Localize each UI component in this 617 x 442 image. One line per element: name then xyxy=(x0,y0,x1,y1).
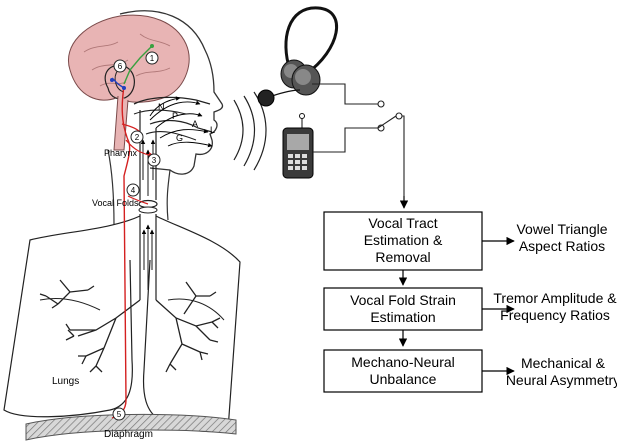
label-lungs: Lungs xyxy=(52,376,79,387)
brainstem xyxy=(114,96,128,150)
mechano-neural-box: Mechano-Neural Unbalance xyxy=(324,350,482,392)
svg-text:1: 1 xyxy=(150,54,155,63)
switch-icon xyxy=(312,84,404,196)
vocal-fold-strain-box: Vocal Fold Strain Estimation xyxy=(324,288,482,330)
svg-text:Removal: Removal xyxy=(375,249,430,265)
anatomy-figure: 1 6 2 3 4 5 N P A G L Pharynx Vocal Fold… xyxy=(4,11,266,440)
label-pharynx: Pharynx xyxy=(104,148,138,158)
microphone-icon xyxy=(258,90,300,106)
marker-5: 5 xyxy=(113,408,125,420)
vocal-tract-estimation-box: Vocal Tract Estimation & Removal xyxy=(324,212,482,270)
svg-text:5: 5 xyxy=(117,410,122,419)
marker-1: 1 xyxy=(146,52,158,64)
svg-text:Estimation &: Estimation & xyxy=(364,232,443,248)
pipeline: Vocal Tract Estimation & Removal Vocal F… xyxy=(324,212,617,392)
marker-4: 4 xyxy=(127,184,139,196)
output-asymmetry: Mechanical & Neural Asymmetry xyxy=(506,355,617,388)
svg-text:Vocal Fold Strain: Vocal Fold Strain xyxy=(350,292,456,308)
label-l: L xyxy=(210,125,215,135)
brain xyxy=(68,15,189,102)
svg-text:2: 2 xyxy=(135,133,140,142)
svg-text:6: 6 xyxy=(118,62,123,71)
label-g: G xyxy=(176,133,183,143)
output-vowel-triangle: Vowel Triangle Aspect Ratios xyxy=(516,221,607,254)
svg-text:Mechanical &: Mechanical & xyxy=(521,355,606,371)
marker-3: 3 xyxy=(148,154,160,166)
svg-text:Aspect Ratios: Aspect Ratios xyxy=(519,238,605,254)
label-n: N xyxy=(158,102,165,112)
lung-inner xyxy=(40,298,224,320)
svg-text:Neural Asymmetry: Neural Asymmetry xyxy=(506,372,617,388)
svg-text:3: 3 xyxy=(152,156,157,165)
mobile-phone-icon xyxy=(283,114,313,179)
svg-text:Vowel Triangle: Vowel Triangle xyxy=(516,221,607,237)
svg-text:Estimation: Estimation xyxy=(370,309,435,325)
label-vocal-folds: Vocal Folds xyxy=(92,198,139,208)
svg-text:Tremor Amplitude &: Tremor Amplitude & xyxy=(493,290,617,306)
svg-text:Frequency Ratios: Frequency Ratios xyxy=(500,307,610,323)
label-a: A xyxy=(192,119,198,129)
svg-text:Vocal Tract: Vocal Tract xyxy=(368,215,437,231)
marker-2: 2 xyxy=(131,131,143,143)
headset-icon xyxy=(281,8,337,95)
output-tremor: Tremor Amplitude & Frequency Ratios xyxy=(493,290,617,323)
bronchial-tree xyxy=(40,280,220,372)
svg-text:Unbalance: Unbalance xyxy=(370,371,437,387)
marker-6: 6 xyxy=(114,60,126,72)
airflow-arrows xyxy=(143,98,212,290)
label-p: P xyxy=(172,111,178,121)
label-diaphragm: Diaphragm xyxy=(104,429,153,440)
svg-text:Mechano-Neural: Mechano-Neural xyxy=(351,354,455,370)
svg-text:4: 4 xyxy=(131,186,136,195)
